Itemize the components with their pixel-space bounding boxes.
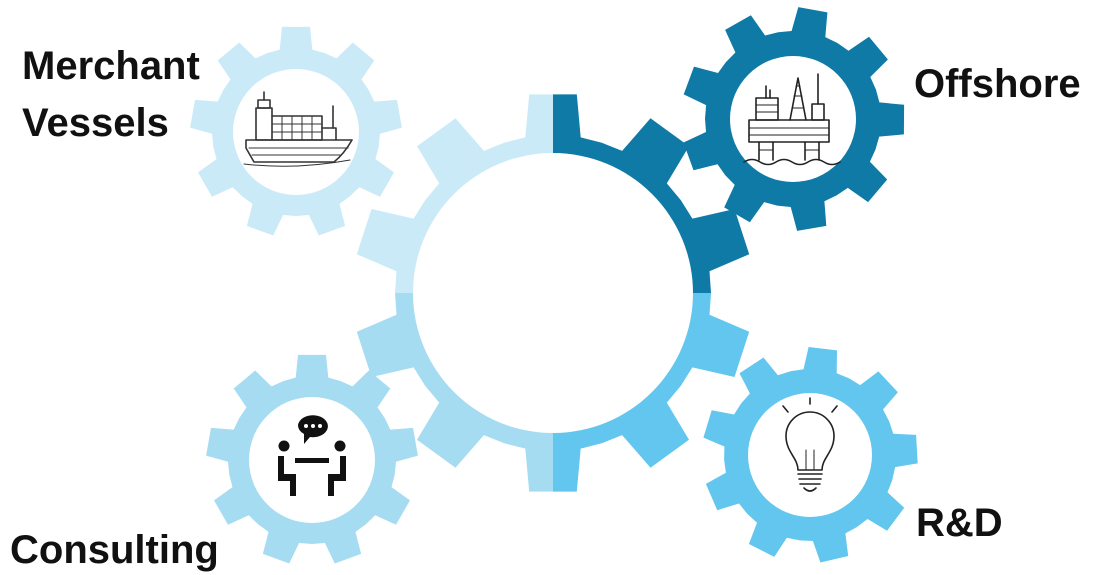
r-and-d-gear-hub: [748, 393, 872, 517]
label-merchant-line2: Vessels: [22, 101, 169, 145]
merchant-vessels-gear: [190, 26, 402, 236]
label-merchant-line1: Merchant: [22, 44, 200, 88]
central-gear-hub: [413, 153, 693, 433]
lightbulb-icon: [782, 397, 838, 492]
label-consulting: Consulting: [10, 528, 219, 572]
label-rd: R&D: [916, 501, 1003, 545]
offshore-platform-icon: [743, 73, 841, 166]
central-gear: [356, 94, 750, 492]
label-offshore: Offshore: [914, 62, 1081, 106]
meeting-icon: [278, 415, 346, 496]
offshore-gear: [683, 7, 905, 231]
consulting-gear: [206, 354, 418, 564]
cargo-ship-icon: [243, 91, 353, 167]
r-and-d-gear: [703, 347, 918, 563]
